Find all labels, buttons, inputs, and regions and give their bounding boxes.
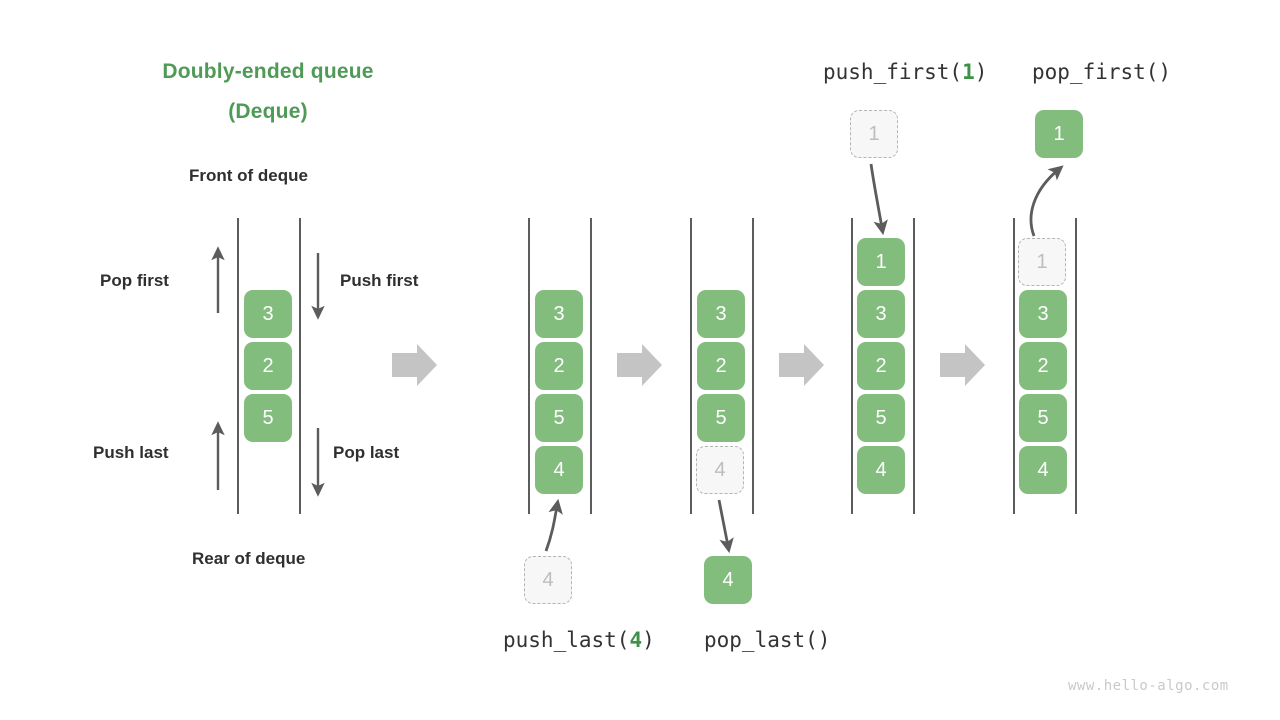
push-first-insert-arrow-icon (869, 163, 888, 236)
panel-pop-first-ejected-cell: 1 (1035, 110, 1083, 158)
pop-last-operation-label: pop_last() (704, 628, 831, 652)
panel-push-first-cell-4: 4 (857, 446, 905, 494)
panel-push-first-cell-2: 2 (857, 342, 905, 390)
panel-pop-first-cell-0: 3 (1019, 290, 1067, 338)
panel-pop-first-cell-1: 2 (1019, 342, 1067, 390)
page-title-line-2: (Deque) (228, 100, 308, 123)
push-first-label: Push first (340, 271, 419, 290)
panel-pop-first-cell-2: 5 (1019, 394, 1067, 442)
panel-pop-first-cell-3: 4 (1019, 446, 1067, 494)
panel-push-first-ghost-cell: 1 (850, 110, 898, 158)
panel-pop-last-cell-1: 2 (697, 342, 745, 390)
panel-pop-first-rail-left (1013, 218, 1015, 514)
panel-push-first-rail-left (851, 218, 853, 514)
panel-push-last-cell-0: 3 (535, 290, 583, 338)
page-title-line-1: Doubly-ended queue (162, 60, 374, 83)
pop-last-eject-arrow-icon (717, 499, 734, 554)
pop-first-operation-label: pop_first() (1032, 60, 1172, 84)
panel-pop-last-ghost-cell: 4 (696, 446, 744, 494)
panel-base-cell-0: 3 (244, 290, 292, 338)
panel-push-last-ghost-cell: 4 (524, 556, 572, 604)
push-first-op-arg: 1 (962, 60, 975, 84)
rear-of-deque-label: Rear of deque (192, 549, 306, 568)
panel-push-last-rail-right (590, 218, 592, 514)
pop-last-label: Pop last (333, 443, 400, 462)
panel-push-last-cell-3: 4 (535, 446, 583, 494)
push-first-operation-label: push_first(1) (823, 60, 987, 84)
push-last-label: Push last (93, 443, 169, 462)
push-last-op-name: push_last( (503, 628, 630, 652)
panel-push-last-cell-1: 2 (535, 342, 583, 390)
panel-push-last-cell-2: 5 (535, 394, 583, 442)
panel-base-cell-2: 5 (244, 394, 292, 442)
panel-base-rail-right (299, 218, 301, 514)
block-arrow-3-icon (779, 344, 824, 386)
panel-pop-last-rail-left (690, 218, 692, 514)
pop-first-eject-arrow-icon (1029, 165, 1064, 237)
panel-pop-first-rail-right (1075, 218, 1077, 514)
panel-push-last-rail-left (528, 218, 530, 514)
push-last-op-arg: 4 (629, 628, 643, 652)
push-last-insert-arrow-icon (544, 498, 563, 552)
pop-first-label: Pop first (100, 271, 169, 290)
push-first-op-close: ) (974, 60, 988, 84)
panel-pop-last-cell-2: 5 (697, 394, 745, 442)
block-arrow-2-icon (617, 344, 662, 386)
panel-push-first-cell-3: 5 (857, 394, 905, 442)
push-last-operation-label: push_last(4) (503, 628, 655, 652)
panel-push-first-rail-right (913, 218, 915, 514)
panel-pop-last-rail-right (752, 218, 754, 514)
watermark: www.hello-algo.com (1068, 678, 1229, 694)
panel-base-cell-1: 2 (244, 342, 292, 390)
panel-pop-first-ghost-cell: 1 (1018, 238, 1066, 286)
panel-pop-last-cell-0: 3 (697, 290, 745, 338)
block-arrow-4-icon (940, 344, 985, 386)
panel-pop-last-ejected-cell: 4 (704, 556, 752, 604)
push-first-op-name: push_first( (823, 60, 963, 84)
front-of-deque-label: Front of deque (189, 166, 308, 185)
block-arrow-1-icon (392, 344, 437, 386)
panel-base-rail-left (237, 218, 239, 514)
panel-push-first-cell-1: 3 (857, 290, 905, 338)
panel-push-first-cell-0: 1 (857, 238, 905, 286)
push-last-op-close: ) (642, 628, 655, 652)
